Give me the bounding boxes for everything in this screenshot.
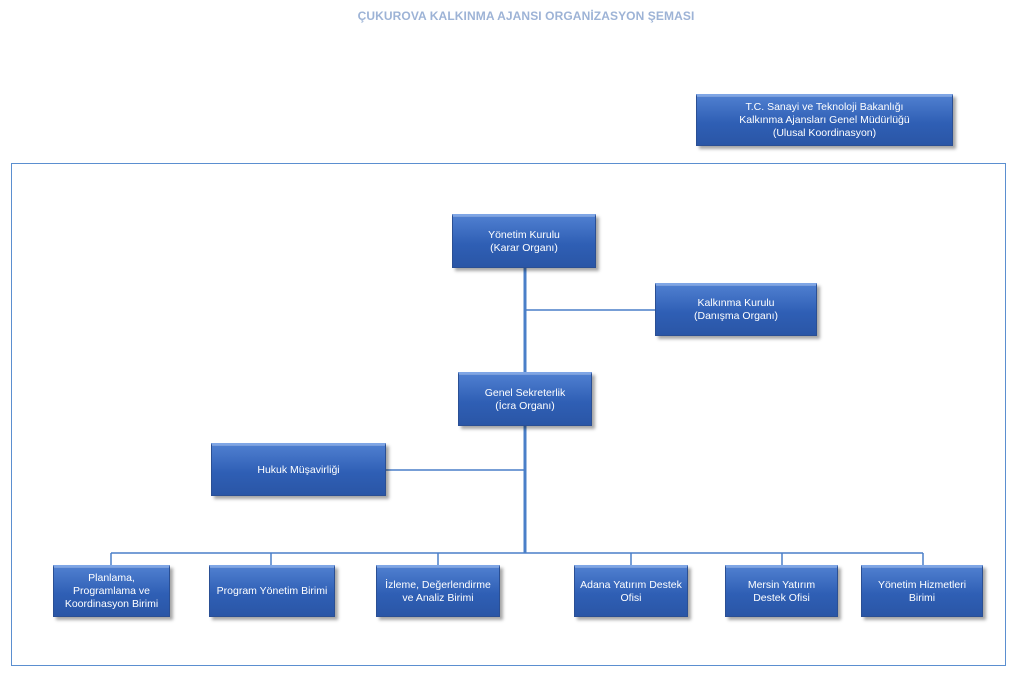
unit-box-mersin-office: Mersin Yatırım Destek Ofisi [725,565,838,617]
unit-box-administrative-services: Yönetim Hizmetleri Birimi [861,565,983,617]
board-box: Yönetim Kurulu (Karar Organı) [452,214,596,268]
unit-box-adana-office: Adana Yatırım Destek Ofisi [574,565,688,617]
chart-title: ÇUKUROVA KALKINMA AJANSI ORGANİZASYON ŞE… [357,9,695,23]
development-council-box: Kalkınma Kurulu (Danışma Organı) [655,283,817,336]
ministry-box: T.C. Sanayi ve Teknoloji Bakanlığı Kalkı… [696,94,953,146]
agency-frame [11,163,1006,666]
unit-box-planning: Planlama, Programlama ve Koordinasyon Bi… [53,565,170,617]
legal-counsel-box: Hukuk Müşavirliği [211,443,386,496]
unit-box-monitoring: İzleme, Değerlendirme ve Analiz Birimi [376,565,500,617]
unit-box-program-management: Program Yönetim Birimi [209,565,335,617]
secretariat-box: Genel Sekreterlik (İcra Organı) [458,372,592,426]
